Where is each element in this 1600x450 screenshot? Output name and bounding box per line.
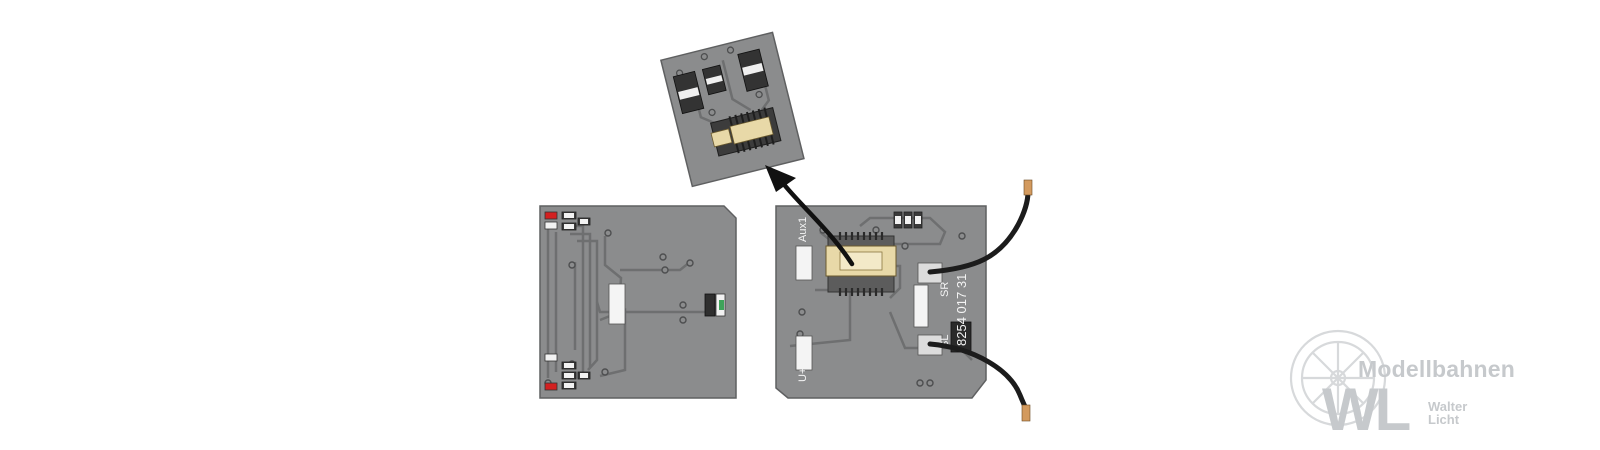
uplus-label: U+	[797, 368, 809, 382]
left-pcb-smd-bottom	[544, 353, 591, 391]
speaker-wire-top	[927, 179, 1033, 275]
watermark-monogram: WL	[1322, 376, 1410, 443]
watermark-logo: WL	[1289, 329, 1414, 443]
watermark-first-name: Walter	[1428, 399, 1468, 414]
aux1-pad	[795, 245, 813, 281]
right-pcb-smd-top	[893, 211, 923, 229]
left-pcb-board	[539, 205, 737, 399]
install-arrow	[765, 165, 855, 267]
decoder-module	[659, 31, 805, 188]
part-number-label: 8254 017 31	[954, 274, 969, 346]
uplus-pad	[795, 335, 813, 371]
watermark-brand-text: Modellbahnen	[1358, 356, 1516, 382]
left-pcb-center-pad	[608, 283, 626, 325]
sr-label: SR	[939, 282, 951, 297]
aux1-label: Aux1	[797, 217, 809, 242]
left-pcb-traces	[546, 224, 705, 378]
left-pcb-smd-top	[544, 211, 591, 231]
speaker-wire-bottom	[927, 341, 1031, 422]
wheel-icon	[1289, 329, 1387, 427]
center-pad	[913, 284, 929, 328]
right-pcb-board: Aux1 U+ SR SL 8254 017 31	[775, 205, 987, 399]
left-pcb-side-component	[704, 293, 726, 317]
watermark-last-name: Licht	[1428, 412, 1460, 427]
